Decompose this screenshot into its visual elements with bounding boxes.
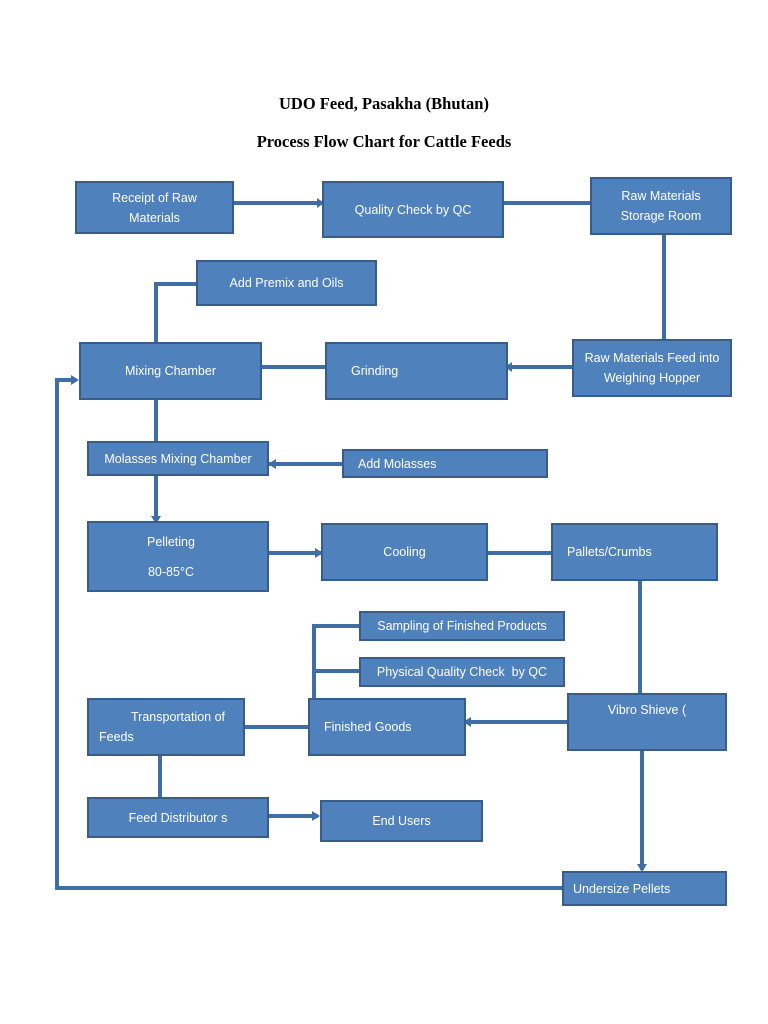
node-sampling-label: Sampling of Finished Products (377, 619, 547, 633)
arrowhead-qc (317, 198, 324, 208)
node-mixing-chamber: Mixing Chamber (79, 342, 262, 400)
arrowhead-cooling (315, 548, 323, 558)
node-pelleting: Pelleting 80-85°C (87, 521, 269, 592)
node-add-molasses-label: Add Molasses (358, 456, 437, 471)
node-mixing-label: Mixing Chamber (124, 364, 216, 378)
node-pelleting-temp: 80-85°C (147, 564, 194, 579)
node-finished-label: Finished Goods (324, 720, 412, 734)
node-vibro-label: Vibro Shieve ( (607, 703, 687, 717)
arrowhead-finished (463, 717, 471, 727)
node-hopper-label: Raw Materials Feed into Weighing Hopper (584, 351, 720, 385)
node-quality-check-label: Quality Check by QC (354, 202, 472, 217)
node-grinding-label: Grinding (351, 364, 399, 378)
node-add-molasses: Add Molasses (342, 449, 548, 478)
arrowhead-undersize (637, 864, 647, 872)
arrowhead-molasses-mixing (268, 459, 276, 469)
node-undersize-label: Undersize Pellets (573, 881, 671, 896)
node-receipt-label: Receipt of Raw Materials (112, 190, 197, 225)
node-transport-label: Transportation of Feeds (99, 710, 226, 744)
node-weighing-hopper: Raw Materials Feed into Weighing Hopper (572, 339, 732, 397)
node-molasses-mixing-chamber: Molasses Mixing Chamber (87, 441, 269, 476)
node-distributor-label: Feed Distributor s (128, 810, 228, 825)
connector-finished-to-qc-branches (312, 624, 362, 701)
connector-undersize-return-to-mixing (55, 378, 565, 890)
node-physical-quality-check: Physical Quality Check by QC (359, 657, 565, 687)
node-finished-goods: Finished Goods (308, 698, 466, 756)
node-undersize-pellets: Undersize Pellets (562, 871, 727, 906)
node-quality-check: Quality Check by QC (322, 181, 504, 238)
node-feed-distributors: Feed Distributor s (87, 797, 269, 838)
node-receipt-of-raw-materials: Receipt of Raw Materials (75, 181, 234, 234)
node-end-users: End Users (320, 800, 483, 842)
node-cooling-label: Cooling (383, 545, 426, 559)
arrowhead-mixing-return (71, 375, 79, 385)
node-pallets-crumbs: Pallets/Crumbs (551, 523, 718, 581)
node-premix-label: Add Premix and Oils (229, 276, 344, 290)
arrowhead-pelleting (151, 516, 161, 524)
node-pallets-label: Pallets/Crumbs (567, 545, 652, 559)
node-add-premix-and-oils: Add Premix and Oils (196, 260, 377, 306)
chart-title: UDO Feed, Pasakha (Bhutan) (279, 94, 489, 113)
node-transportation-of-feeds: Transportation of Feeds (87, 698, 245, 756)
node-end-users-label: End Users (372, 814, 431, 828)
node-pelleting-label: Pelleting (147, 534, 195, 549)
node-molasses-mixing-label: Molasses Mixing Chamber (104, 451, 252, 466)
node-cooling: Cooling (321, 523, 488, 581)
connector-premix-to-mixing (154, 282, 199, 345)
node-storage-label: Raw Materials Storage Room (620, 189, 702, 223)
node-raw-materials-storage: Raw Materials Storage Room (590, 177, 732, 235)
node-vibro-shieve: Vibro Shieve ( (567, 693, 727, 751)
arrowhead-end-users (312, 811, 320, 821)
arrowhead-grinding (505, 362, 512, 372)
node-physical-qc-label: Physical Quality Check by QC (376, 665, 548, 679)
node-sampling-of-finished-products: Sampling of Finished Products (359, 611, 565, 641)
node-grinding: Grinding (325, 342, 508, 400)
chart-subtitle: Process Flow Chart for Cattle Feeds (256, 132, 512, 151)
